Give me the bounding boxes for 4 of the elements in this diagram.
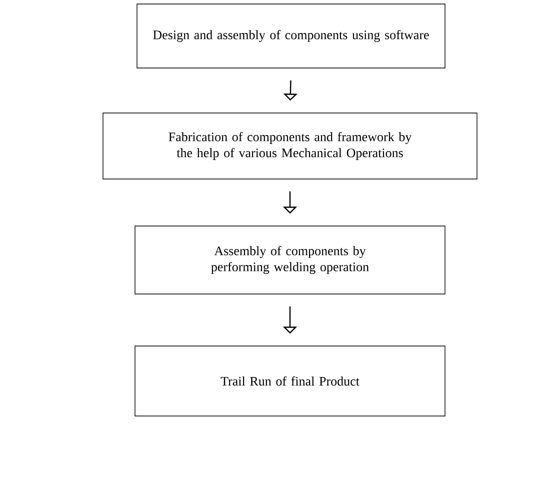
process-box: Trail Run of final Product <box>134 346 446 416</box>
process-box: Design and assembly of components using software <box>136 4 446 68</box>
process-box: Fabrication of components and framework by the help of various Mechanical Operations <box>102 112 478 180</box>
process-box: Assembly of components by performing welding operation <box>134 226 446 294</box>
